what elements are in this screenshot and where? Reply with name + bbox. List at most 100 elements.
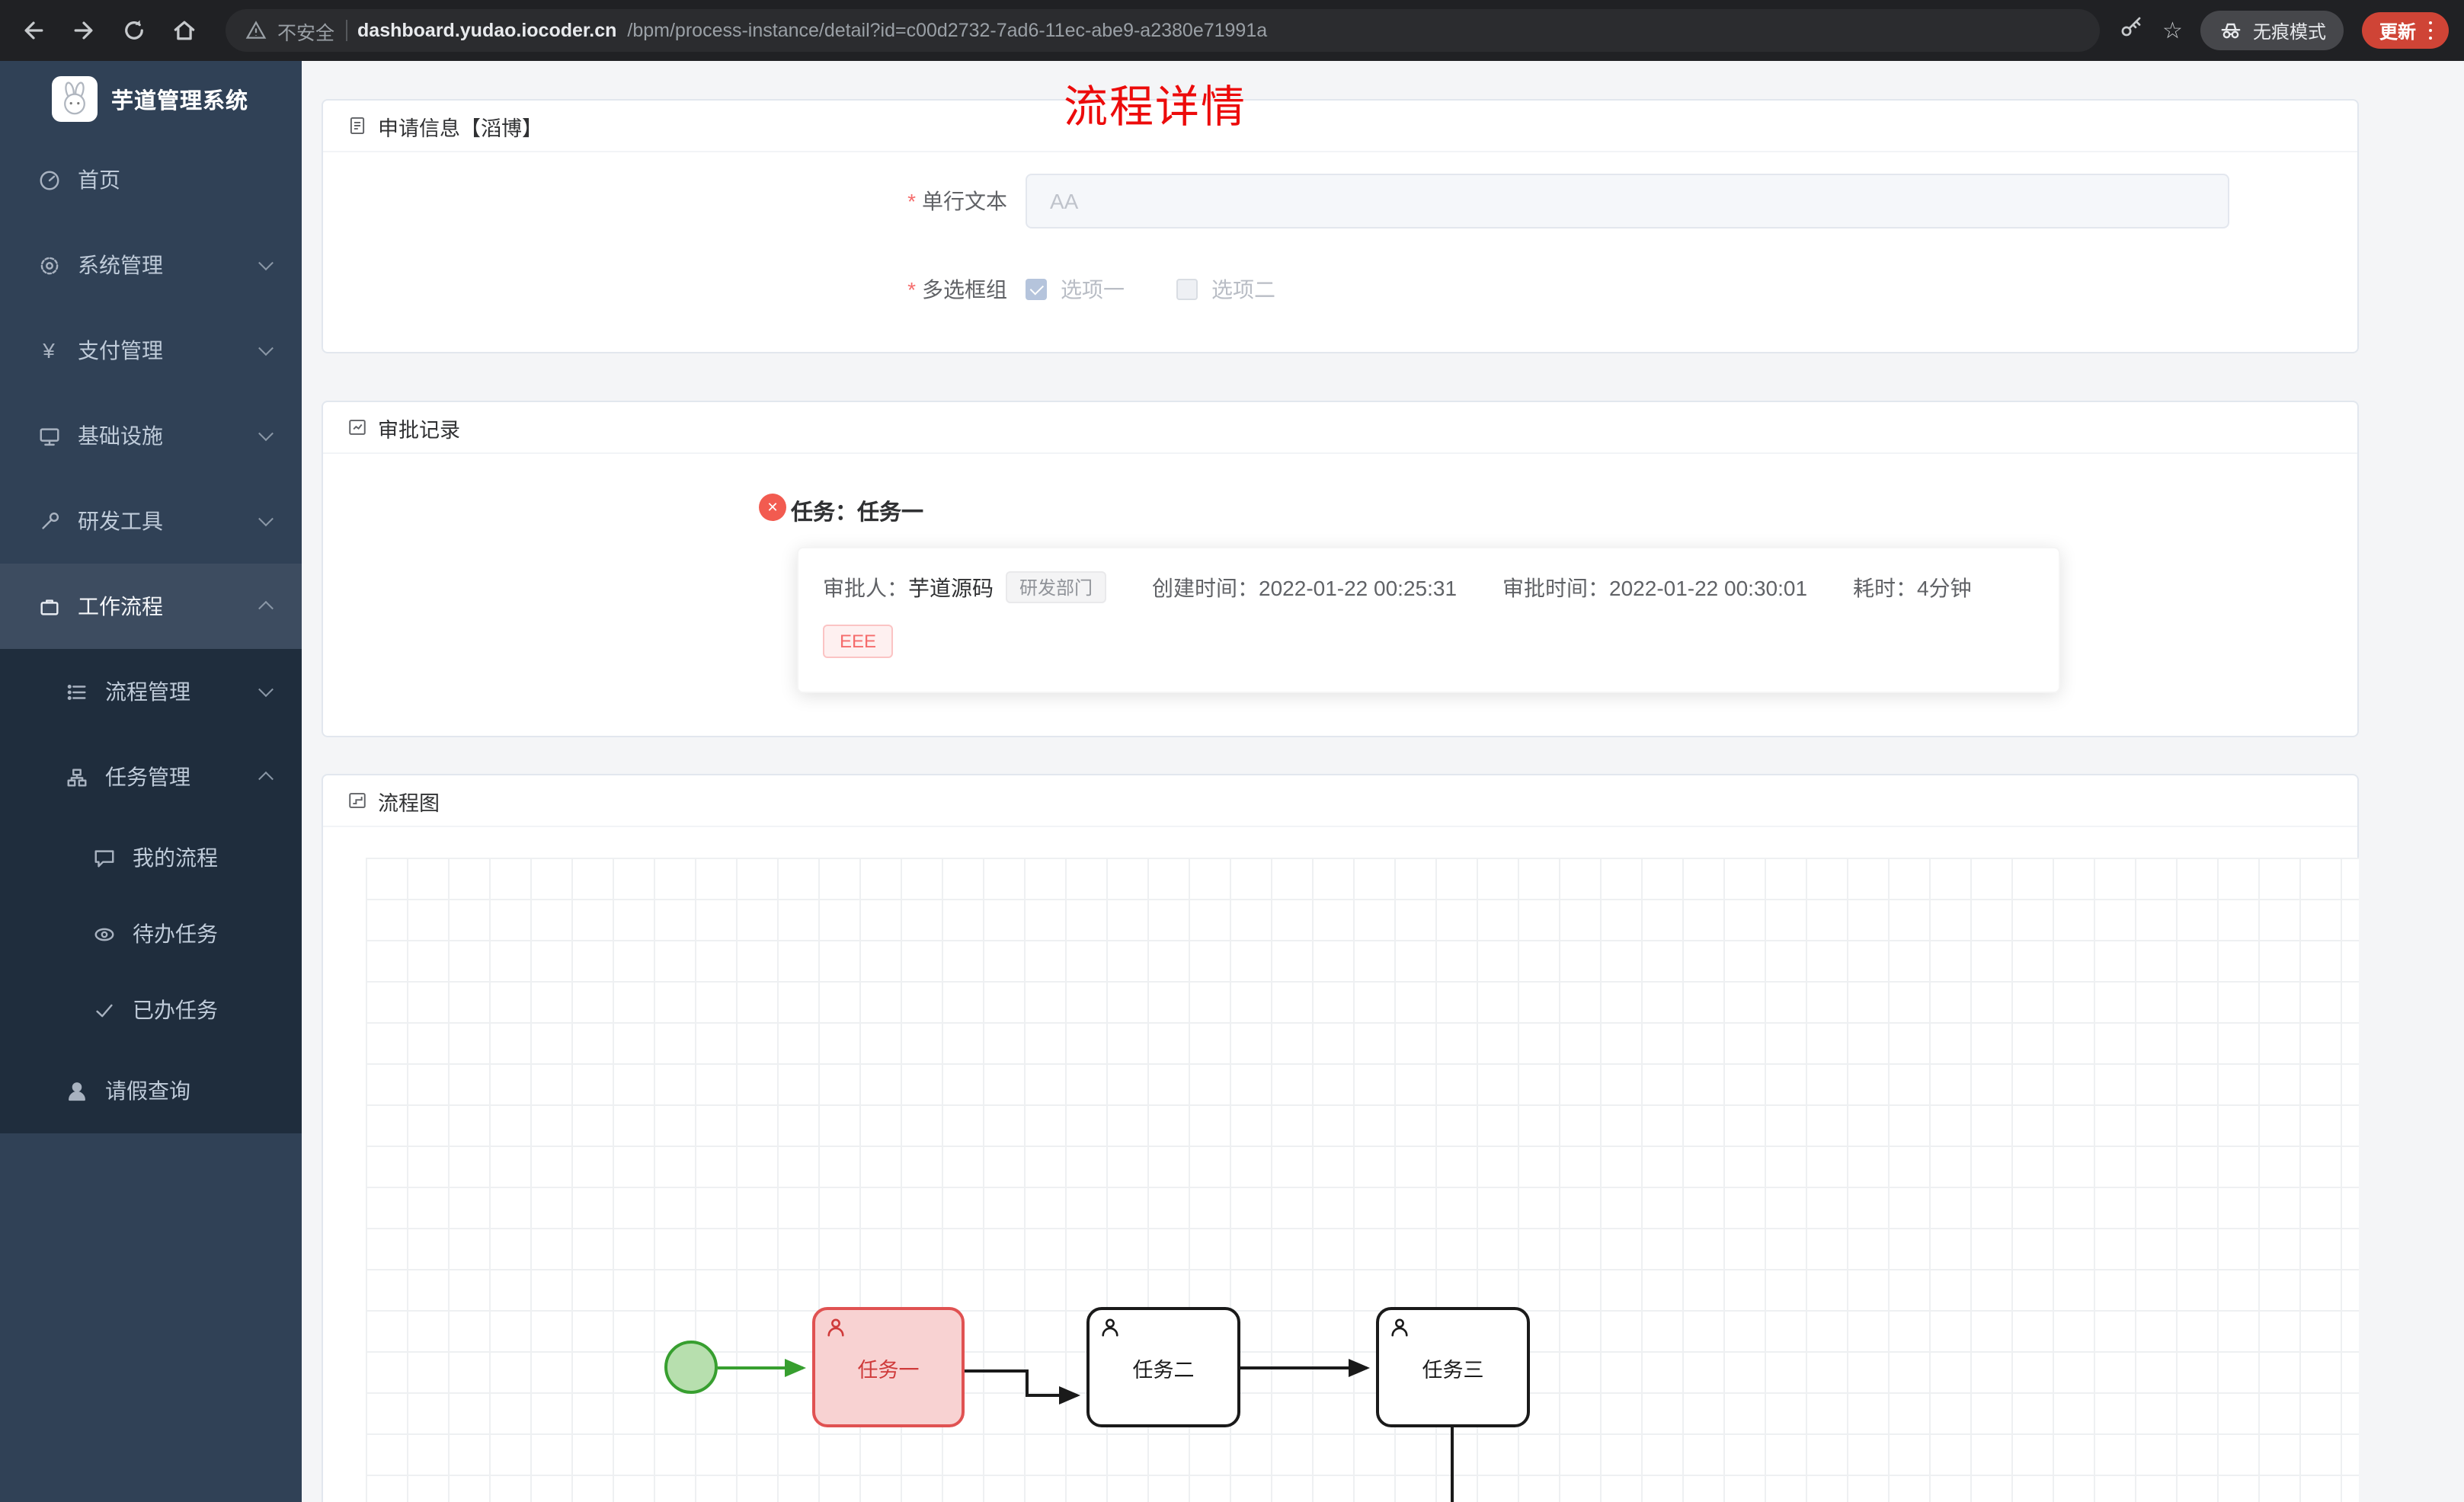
sidebar: 芋道管理系统 首页 系统管理 ¥ 支付管理 基础设施 xyxy=(0,61,302,1502)
field-label-checkbox: *多选框组 xyxy=(907,277,1007,302)
yen-icon: ¥ xyxy=(43,338,55,363)
browser-chrome: 不安全 dashboard.yudao.iocoder.cn/bpm/proce… xyxy=(0,0,2464,61)
sidebar-item-label: 系统管理 xyxy=(78,253,163,277)
sidebar-item-label: 工作流程 xyxy=(78,594,163,618)
field-label-text: *单行文本 xyxy=(907,189,1007,213)
document-icon xyxy=(350,117,365,135)
diagram-card-header: 流程图 xyxy=(323,775,2357,827)
checkbox-label: 选项一 xyxy=(1061,277,1125,302)
approval-task-title: 任务：任务一 xyxy=(791,501,923,526)
key-button[interactable] xyxy=(2118,14,2144,47)
department-tag: 研发部门 xyxy=(1006,571,1107,603)
bpmn-canvas[interactable]: 任务一 任务二 任务三 xyxy=(366,858,2359,1502)
eye-icon xyxy=(91,922,116,946)
sidebar-item-todo-tasks[interactable]: 待办任务 xyxy=(0,896,302,972)
sidebar-item-workflow[interactable]: 工作流程 xyxy=(0,564,302,649)
monitor-icon xyxy=(37,423,61,448)
sidebar-item-payment[interactable]: ¥ 支付管理 xyxy=(0,308,302,393)
address-divider xyxy=(345,20,347,41)
check-icon xyxy=(91,998,116,1022)
home-button[interactable] xyxy=(166,12,203,49)
task-node-3[interactable]: 任务三 xyxy=(1376,1307,1530,1427)
list-icon xyxy=(64,679,88,704)
key-icon xyxy=(2121,17,2141,37)
address-bar[interactable]: 不安全 dashboard.yudao.iocoder.cn/bpm/proce… xyxy=(226,9,2101,52)
sidebar-item-devtools[interactable]: 研发工具 xyxy=(0,478,302,564)
start-event-node[interactable] xyxy=(664,1341,718,1394)
incognito-label: 无痕模式 xyxy=(2252,21,2326,42)
diagram-card-title: 流程图 xyxy=(378,791,440,814)
apply-info-card: 申请信息【滔博】 *单行文本 *多选框组 选项一 选项二 xyxy=(322,99,2359,353)
checkbox-option-1[interactable]: 选项一 xyxy=(1026,274,1125,305)
approved-time: 2022-01-22 00:30:01 xyxy=(1609,575,1808,599)
sidebar-item-label: 首页 xyxy=(78,168,120,192)
sidebar-item-label: 研发工具 xyxy=(78,509,163,533)
chevron-down-icon xyxy=(258,340,274,356)
apply-card-title: 申请信息【滔博】 xyxy=(378,117,542,139)
gear-icon xyxy=(37,253,61,277)
approved-label: 审批时间： xyxy=(1502,575,1610,599)
update-button[interactable]: 更新 xyxy=(2362,12,2449,49)
process-diagram-card: 流程图 任务一 xyxy=(322,774,2359,1502)
sidebar-item-label: 基础设施 xyxy=(78,423,163,448)
forward-button[interactable] xyxy=(66,12,102,49)
chevron-up-icon xyxy=(258,771,274,787)
checkbox-checked-icon xyxy=(1026,279,1047,300)
sidebar-item-label: 流程管理 xyxy=(105,679,190,704)
star-icon: ☆ xyxy=(2162,18,2183,43)
incognito-icon xyxy=(2222,23,2242,39)
refresh-button[interactable] xyxy=(116,12,152,49)
bookmark-star-button[interactable]: ☆ xyxy=(2162,19,2183,42)
sidebar-item-process-mgmt[interactable]: 流程管理 xyxy=(0,649,302,734)
duration-group: 耗时： 4分钟 xyxy=(1853,572,1972,602)
approver-group: 审批人： 芋道源码 研发部门 xyxy=(823,571,1107,603)
url-host: dashboard.yudao.iocoder.cn xyxy=(357,20,617,41)
diagram-icon xyxy=(349,793,366,808)
home-icon xyxy=(174,21,195,40)
checkbox-option-2[interactable]: 选项二 xyxy=(1176,274,1275,305)
sidebar-item-home[interactable]: 首页 xyxy=(0,137,302,222)
browser-menu-icon[interactable] xyxy=(2428,21,2432,40)
user-task-icon xyxy=(1390,1318,1410,1342)
chevron-down-icon xyxy=(258,255,274,271)
sidebar-item-label: 已办任务 xyxy=(133,998,218,1022)
record-icon xyxy=(349,420,366,435)
required-mark: * xyxy=(907,277,916,302)
sidebar-item-system[interactable]: 系统管理 xyxy=(0,222,302,308)
person-icon xyxy=(64,1079,88,1103)
checkbox-group: 选项一 选项二 xyxy=(1026,274,1275,305)
back-button[interactable] xyxy=(15,12,52,49)
task-node-1[interactable]: 任务一 xyxy=(812,1307,965,1427)
logo-rabbit-icon xyxy=(52,76,98,122)
subtasks-icon xyxy=(64,765,88,789)
chevron-down-icon xyxy=(258,426,274,442)
sidebar-item-infrastructure[interactable]: 基础设施 xyxy=(0,393,302,478)
sidebar-item-label: 任务管理 xyxy=(105,765,190,789)
task-node-2[interactable]: 任务二 xyxy=(1086,1307,1240,1427)
brand-name: 芋道管理系统 xyxy=(111,89,248,113)
sidebar-item-leave-query[interactable]: 请假查询 xyxy=(0,1048,302,1133)
briefcase-icon xyxy=(37,594,61,618)
duration-label: 耗时： xyxy=(1853,575,1918,599)
forward-arrow-icon xyxy=(74,21,93,40)
update-label: 更新 xyxy=(2379,21,2416,42)
main-content: 流程详情 申请信息【滔博】 *单行文本 *多选框组 选项一 xyxy=(302,61,2464,1502)
approval-card-title: 审批记录 xyxy=(378,418,460,441)
form-row-text: *单行文本 xyxy=(323,174,2357,228)
sidebar-item-done-tasks[interactable]: 已办任务 xyxy=(0,972,302,1048)
sidebar-item-task-mgmt[interactable]: 任务管理 xyxy=(0,734,302,820)
approval-card-header: 审批记录 xyxy=(323,402,2357,454)
rejected-status-icon xyxy=(759,494,786,521)
chevron-down-icon xyxy=(258,682,274,698)
brand[interactable]: 芋道管理系统 xyxy=(0,61,302,137)
sidebar-item-my-process[interactable]: 我的流程 xyxy=(0,820,302,896)
sidebar-item-label: 待办任务 xyxy=(133,922,218,946)
single-line-text-input[interactable] xyxy=(1026,174,2229,228)
chevron-up-icon xyxy=(258,600,274,616)
duration-value: 4分钟 xyxy=(1917,575,1972,599)
sidebar-item-label: 支付管理 xyxy=(78,338,163,363)
page-title: 流程详情 xyxy=(1063,84,1246,133)
task-label: 任务一 xyxy=(857,1358,920,1381)
dashboard-icon xyxy=(37,168,61,192)
